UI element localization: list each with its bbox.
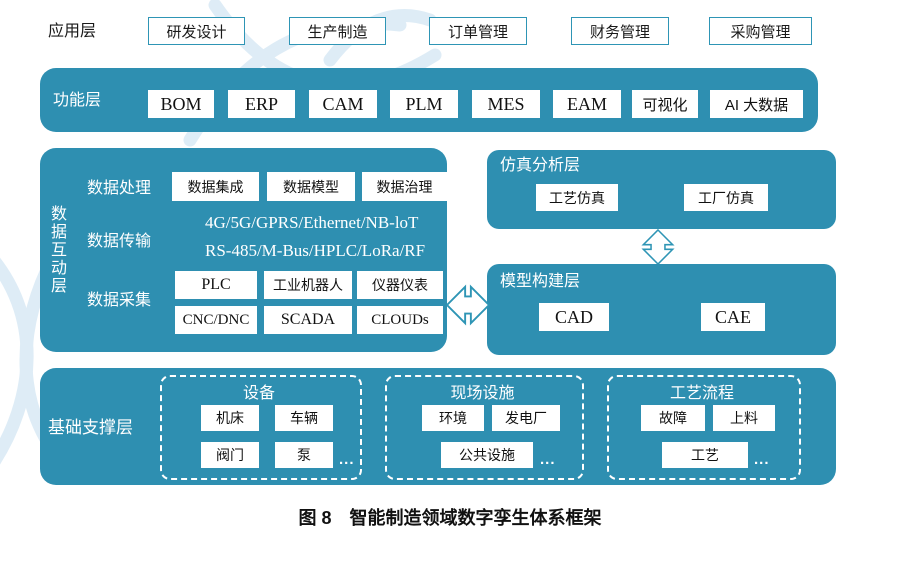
support-layer-label: 基础支撑层 bbox=[48, 418, 133, 437]
function-box-bom: BOM bbox=[148, 90, 214, 118]
double-arrow-horizontal-icon bbox=[445, 284, 491, 326]
support-group-process-title: 工艺流程 bbox=[669, 385, 734, 402]
support-group-facilities-title: 现场设施 bbox=[450, 385, 515, 402]
app-box-procurement-mgmt: 采购管理 bbox=[709, 17, 812, 45]
function-box-ai-bigdata: AI 大数据 bbox=[710, 90, 803, 118]
data-transmission-line-1: 4G/5G/GPRS/Ethernet/NB-loT bbox=[205, 213, 419, 232]
function-layer-label: 功能层 bbox=[53, 92, 102, 109]
function-box-eam: EAM bbox=[553, 90, 621, 118]
data-transmission-label: 数据传输 bbox=[87, 233, 152, 250]
figure-caption: 图 8 智能制造领域数字孪生体系框架 bbox=[298, 508, 602, 528]
app-box-finance-mgmt: 财务管理 bbox=[571, 17, 669, 45]
data-collection-box-plc: PLC bbox=[175, 271, 257, 299]
simulation-box-process-sim: 工艺仿真 bbox=[536, 184, 618, 211]
function-box-cam: CAM bbox=[309, 90, 377, 118]
function-box-mes: MES bbox=[472, 90, 540, 118]
function-box-plm: PLM bbox=[390, 90, 458, 118]
support-group-equipment-title: 设备 bbox=[242, 385, 275, 402]
data-collection-box-scada: SCADA bbox=[264, 306, 352, 334]
app-box-production: 生产制造 bbox=[289, 17, 386, 45]
support-group-equipment bbox=[160, 375, 362, 480]
data-collection-label: 数据采集 bbox=[87, 292, 152, 309]
support-box-public-facilities: 公共设施 bbox=[441, 442, 533, 468]
function-box-erp: ERP bbox=[228, 90, 295, 118]
data-processing-box-model: 数据模型 bbox=[267, 172, 355, 201]
support-box-environment: 环境 bbox=[422, 405, 484, 431]
model-box-cad: CAD bbox=[539, 303, 609, 331]
support-box-loading: 上料 bbox=[713, 405, 775, 431]
data-collection-box-cnc-dnc: CNC/DNC bbox=[175, 306, 257, 334]
support-group-facilities bbox=[385, 375, 584, 480]
data-transmission-line-2: RS-485/M-Bus/HPLC/LoRa/RF bbox=[205, 241, 426, 260]
support-box-vehicle: 车辆 bbox=[275, 405, 333, 431]
simulation-layer-label: 仿真分析层 bbox=[500, 157, 581, 174]
data-layer-label: 数据互动层 bbox=[48, 205, 65, 295]
support-box-machine-tool: 机床 bbox=[201, 405, 259, 431]
support-box-craft: 工艺 bbox=[662, 442, 748, 468]
data-collection-box-clouds: CLOUDs bbox=[357, 306, 443, 334]
support-group-process bbox=[607, 375, 801, 480]
model-box-cae: CAE bbox=[701, 303, 765, 331]
double-arrow-vertical-icon bbox=[641, 228, 675, 266]
data-collection-box-instruments: 仪器仪表 bbox=[357, 271, 443, 299]
data-processing-box-integration: 数据集成 bbox=[172, 172, 259, 201]
support-box-power-plant: 发电厂 bbox=[492, 405, 560, 431]
support-group-facilities-ellipsis: ... bbox=[540, 451, 556, 468]
app-box-order-mgmt: 订单管理 bbox=[429, 17, 527, 45]
support-box-valve: 阀门 bbox=[201, 442, 259, 468]
support-box-fault: 故障 bbox=[641, 405, 705, 431]
support-box-pump: 泵 bbox=[275, 442, 333, 468]
data-processing-label: 数据处理 bbox=[87, 180, 152, 197]
support-group-process-ellipsis: ... bbox=[754, 451, 770, 468]
data-processing-box-governance: 数据治理 bbox=[362, 172, 447, 201]
simulation-box-factory-sim: 工厂仿真 bbox=[684, 184, 768, 211]
support-group-equipment-ellipsis: ... bbox=[339, 451, 355, 468]
app-layer-label: 应用层 bbox=[48, 23, 97, 40]
data-collection-box-industrial-robot: 工业机器人 bbox=[264, 271, 352, 299]
model-layer-label: 模型构建层 bbox=[500, 273, 581, 290]
app-box-rnd-design: 研发设计 bbox=[148, 17, 245, 45]
function-box-visualization: 可视化 bbox=[632, 90, 698, 118]
